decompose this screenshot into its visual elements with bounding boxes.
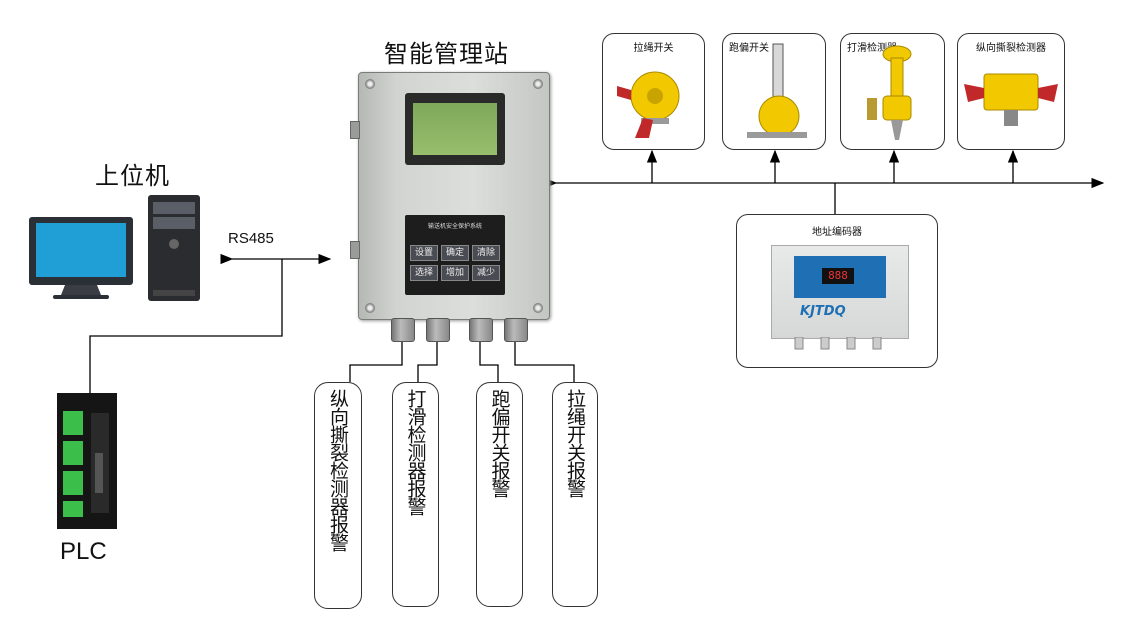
encoder-faceplate: 888 (794, 256, 886, 298)
cable-gland-icon (391, 318, 415, 342)
alarm-box-tear: 纵向撕裂检测器报警 (314, 382, 362, 609)
tear-detector-icon (964, 73, 1058, 126)
key-increase: 增加 (441, 265, 469, 281)
key-clear: 清除 (472, 245, 500, 261)
key-confirm: 确定 (441, 245, 469, 261)
screw-icon (533, 303, 543, 313)
rs485-label: RS485 (228, 230, 274, 247)
pull-cord-switch-icon (617, 71, 680, 138)
encoder-digits: 888 (822, 268, 854, 284)
key-decrease: 减少 (472, 265, 500, 281)
sensor-label: 跑偏开关 (729, 43, 769, 54)
key-settings: 设置 (410, 245, 438, 261)
cable-gland-icon (469, 318, 493, 342)
plc-link (89, 259, 283, 395)
key-select: 选择 (410, 265, 438, 281)
panel-title: 输送机安全保护系统 (427, 223, 482, 230)
alarm-box-deviation: 跑偏开关报警 (476, 382, 523, 607)
screw-icon (365, 303, 375, 313)
screw-icon (365, 79, 375, 89)
alarm-label: 打滑检测器报警 (404, 389, 427, 515)
host-label: 上位机 (95, 162, 170, 190)
encoder-brand: KJTDQ (800, 304, 846, 319)
deviation-switch-icon (747, 43, 807, 138)
alarm-label: 跑偏开关报警 (488, 389, 511, 497)
address-encoder-card: 地址编码器 888 KJTDQ (736, 214, 938, 368)
encoder-device: 888 KJTDQ (771, 245, 909, 339)
lcd-display (405, 93, 505, 165)
encoder-label: 地址编码器 (812, 227, 862, 238)
host-computer-icon (29, 195, 200, 301)
control-panel: 输送机安全保护系统 设置 确定 清除 选择 增加 减少 (405, 215, 505, 295)
hinge-icon (350, 121, 360, 139)
sensor-label: 拉绳开关 (633, 43, 674, 54)
lcd-screen (413, 103, 497, 155)
plc-device-icon (57, 393, 117, 529)
sensor-label: 纵向撕裂检测器 (976, 43, 1046, 54)
slip-detector-icon (867, 45, 912, 140)
screw-icon (533, 79, 543, 89)
hinge-icon (350, 241, 360, 259)
alarm-box-pull-cord: 拉绳开关报警 (552, 382, 598, 607)
sensor-card-tear: 纵向撕裂检测器 (957, 33, 1065, 150)
encoder-terminals-icon (794, 337, 882, 350)
sensor-card-slip: 打滑检测器 (840, 33, 945, 150)
plc-label: PLC (60, 538, 107, 565)
alarm-label: 拉绳开关报警 (564, 389, 586, 497)
sensor-card-pull-cord: 拉绳开关 (602, 33, 705, 150)
sensor-label: 打滑检测器 (847, 43, 897, 54)
alarm-box-slip: 打滑检测器报警 (392, 382, 439, 607)
station-title: 智能管理站 (384, 40, 509, 68)
alarm-label: 纵向撕裂检测器报警 (327, 389, 349, 551)
management-station-device: 输送机安全保护系统 设置 确定 清除 选择 增加 减少 (350, 72, 550, 320)
sensor-card-deviation: 跑偏开关 (722, 33, 826, 150)
cable-gland-icon (504, 318, 528, 342)
cable-gland-icon (426, 318, 450, 342)
